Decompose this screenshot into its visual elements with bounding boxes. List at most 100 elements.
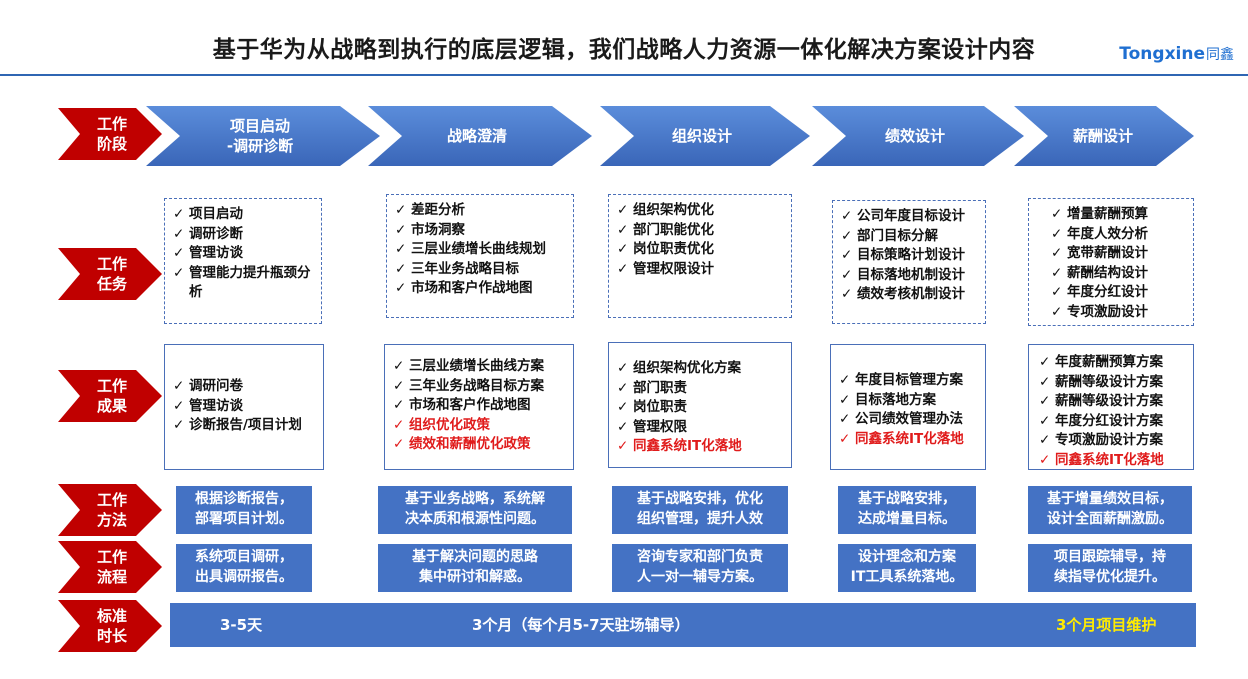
stage-chevron-3: 组织设计 — [600, 106, 810, 166]
list-item: 年度目标管理方案 — [839, 371, 977, 391]
row-label-line: 流程 — [96, 568, 127, 586]
list-item: 管理权限设计 — [617, 260, 783, 280]
list-item: 公司年度目标设计 — [841, 207, 977, 227]
list-item: 管理访谈 — [173, 397, 315, 417]
list-item: 部门目标分解 — [841, 227, 977, 247]
result-box-2: 三层业绩增长曲线方案 三年业务战略目标方案 市场和客户作战地图 组织优化政策 绩… — [384, 344, 574, 470]
logo-text: Tongxine — [1119, 44, 1205, 64]
duration-first: 3-5天 — [220, 616, 263, 634]
stage-chevron-4: 绩效设计 — [812, 106, 1024, 166]
list-item: 目标落地机制设计 — [841, 266, 977, 286]
list-item: 组织优化政策 — [393, 416, 565, 436]
result-box-4: 年度目标管理方案 目标落地方案 公司绩效管理办法 同鑫系统IT化落地 — [830, 344, 986, 470]
list-item: 调研诊断 — [173, 225, 313, 245]
flow-line: 系统项目调研， — [195, 549, 293, 565]
list-item: 管理能力提升瓶颈分析 — [173, 264, 313, 303]
method-line: 达成增量目标。 — [858, 511, 956, 527]
duration-middle: 3个月（每个月5-7天驻场辅导） — [472, 616, 690, 634]
red-arrow-tag-icon — [58, 108, 162, 160]
method-box-5: 基于增量绩效目标，设计全面薪酬激励。 — [1028, 486, 1192, 534]
list-item: 同鑫系统IT化落地 — [839, 430, 977, 450]
list-item: 三层业绩增长曲线规划 — [395, 240, 565, 260]
flow-line: 续指导优化提升。 — [1054, 569, 1166, 585]
row-label-stage: 工作阶段 — [58, 108, 162, 160]
list-item: 年度分红设计方案 — [1039, 412, 1185, 432]
method-box-2: 基于业务战略，系统解决本质和根源性问题。 — [378, 486, 572, 534]
flow-line: 基于解决问题的思路 — [412, 549, 538, 565]
chevron-arrow-icon — [146, 106, 380, 166]
list-item: 三层业绩增长曲线方案 — [393, 357, 565, 377]
stage-title: 战略澄清 — [446, 127, 507, 145]
list-item: 薪酬等级设计方案 — [1039, 373, 1185, 393]
page-title: 基于华为从战略到执行的底层逻辑，我们战略人力资源一体化解决方案设计内容 — [212, 37, 1036, 63]
row-label-result: 工作成果 — [58, 370, 162, 422]
row-label-method: 工作方法 — [58, 484, 162, 536]
flow-box-1: 系统项目调研，出具调研报告。 — [176, 544, 312, 592]
list-item: 年度人效分析 — [1051, 225, 1185, 245]
chevron-arrow-icon — [812, 106, 1024, 166]
row-label-line: 时长 — [96, 627, 127, 645]
flow-box-2: 基于解决问题的思路集中研讨和解惑。 — [378, 544, 572, 592]
row-label-line: 成果 — [96, 397, 127, 415]
list-item: 管理权限 — [617, 418, 783, 438]
list-item: 目标落地方案 — [839, 391, 977, 411]
method-line: 部署项目计划。 — [195, 511, 293, 527]
stage-title: 薪酬设计 — [1072, 127, 1133, 145]
list-item: 公司绩效管理办法 — [839, 410, 977, 430]
list-item: 诊断报告/项目计划 — [173, 416, 315, 436]
list-item: 调研问卷 — [173, 377, 315, 397]
list-item: 管理访谈 — [173, 244, 313, 264]
list-item: 目标策略计划设计 — [841, 246, 977, 266]
stage-subtitle: -调研诊断 — [226, 137, 294, 155]
duration-bar — [170, 603, 1196, 647]
flow-line: 咨询专家和部门负责 — [637, 549, 763, 565]
row-label-line: 阶段 — [96, 135, 127, 153]
red-arrow-tag-icon — [58, 600, 162, 652]
list-item: 差距分析 — [395, 201, 565, 221]
chevron-arrow-icon — [1014, 106, 1194, 166]
flow-box-3: 咨询专家和部门负责人一对一辅导方案。 — [612, 544, 788, 592]
method-line: 组织管理，提升人效 — [637, 511, 763, 527]
stage-chevron-5: 薪酬设计 — [1014, 106, 1194, 166]
method-line: 基于增量绩效目标， — [1047, 491, 1173, 507]
row-label-line: 方法 — [96, 511, 127, 529]
method-box-1: 根据诊断报告，部署项目计划。 — [176, 486, 312, 534]
result-box-3: 组织架构优化方案 部门职责 岗位职责 管理权限 同鑫系统IT化落地 — [608, 342, 792, 468]
row-label-line: 工作 — [96, 115, 127, 133]
stage-title: 组织设计 — [671, 127, 732, 145]
row-label-line: 工作 — [96, 491, 127, 509]
list-item: 部门职责 — [617, 379, 783, 399]
list-item: 绩效和薪酬优化政策 — [393, 435, 565, 455]
result-box-1: 调研问卷 管理访谈 诊断报告/项目计划 — [164, 344, 324, 470]
brand-logo: Tongxine同鑫 — [1119, 44, 1234, 64]
list-item: 组织架构优化方案 — [617, 359, 783, 379]
list-item: 专项激励设计方案 — [1039, 431, 1185, 451]
flow-line: 设计理念和方案 — [858, 549, 956, 565]
row-label-line: 工作 — [96, 255, 127, 273]
list-item: 宽带薪酬设计 — [1051, 244, 1185, 264]
flow-line: 项目跟踪辅导，持 — [1054, 549, 1166, 565]
row-label-flow: 工作流程 — [58, 541, 162, 593]
result-box-5: 年度薪酬预算方案 薪酬等级设计方案 薪酬等级设计方案 年度分红设计方案 专项激励… — [1028, 344, 1194, 470]
red-arrow-tag-icon — [58, 248, 162, 300]
task-box-3: 组织架构优化 部门职能优化 岗位职责优化 管理权限设计 — [608, 194, 792, 318]
method-line: 决本质和根源性问题。 — [405, 511, 545, 527]
list-item: 岗位职责优化 — [617, 240, 783, 260]
row-label-line: 标准 — [96, 607, 127, 625]
row-label-line: 工作 — [96, 377, 127, 395]
row-label-duration: 标准时长 — [58, 600, 162, 652]
method-line: 基于战略安排，优化 — [637, 491, 763, 507]
list-item: 绩效考核机制设计 — [841, 285, 977, 305]
row-label-line: 任务 — [96, 275, 127, 293]
list-item: 年度分红设计 — [1051, 283, 1185, 303]
row-label-line: 工作 — [96, 548, 127, 566]
list-item: 同鑫系统IT化落地 — [617, 437, 783, 457]
row-label-task: 工作任务 — [58, 248, 162, 300]
list-item: 薪酬结构设计 — [1051, 264, 1185, 284]
red-arrow-tag-icon — [58, 484, 162, 536]
duration-last: 3个月项目维护 — [1056, 616, 1157, 634]
list-item: 专项激励设计 — [1051, 303, 1185, 323]
list-item: 市场和客户作战地图 — [395, 279, 565, 299]
method-line: 基于业务战略，系统解 — [405, 491, 545, 507]
